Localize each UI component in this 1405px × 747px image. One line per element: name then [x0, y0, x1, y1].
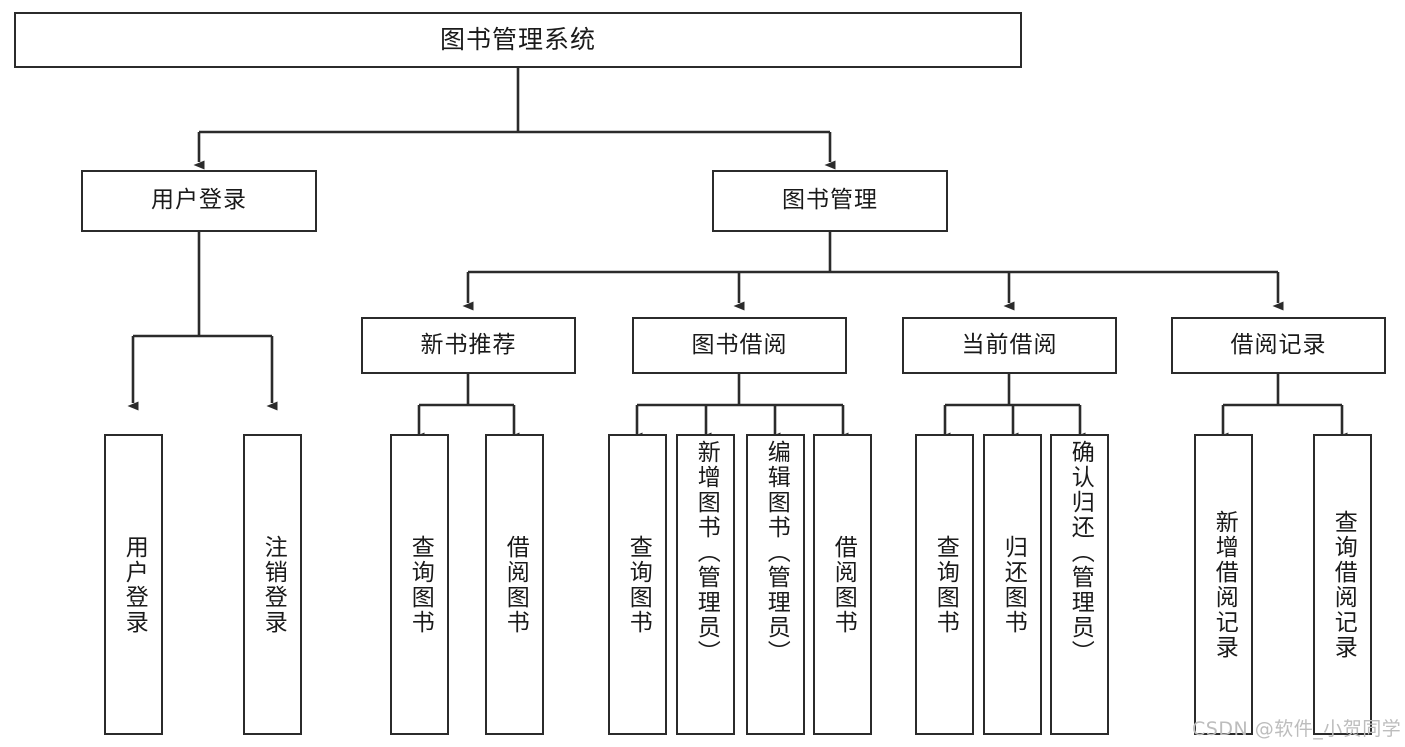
edge-newbook-to-leaves [413, 374, 520, 442]
node-label: 借阅图书 [830, 534, 857, 635]
node-label: 查询图书 [932, 534, 959, 635]
leaf-logout[interactable]: 注销登录 [243, 434, 302, 735]
node-label: 注销登录 [260, 534, 287, 635]
leaf-borrow-book-recommend[interactable]: 借阅图书 [485, 434, 544, 735]
edge-record-to-leaves [1217, 374, 1348, 442]
node-label: 确认归还（管理员） [1067, 440, 1094, 665]
leaf-query-book-current[interactable]: 查询图书 [915, 434, 974, 735]
leaf-query-book-borrow[interactable]: 查询图书 [608, 434, 667, 735]
node-label: 新增借阅记录 [1211, 509, 1238, 660]
node-new-book-recommend[interactable]: 新书推荐 [361, 317, 576, 374]
node-root-library-system[interactable]: 图书管理系统 [14, 12, 1022, 68]
leaf-borrow-book[interactable]: 借阅图书 [813, 434, 872, 735]
node-label: 借阅图书 [502, 534, 529, 635]
node-user-login[interactable]: 用户登录 [81, 170, 317, 232]
leaf-confirm-return-admin[interactable]: 确认归还（管理员） [1050, 434, 1109, 735]
node-current-borrow[interactable]: 当前借阅 [902, 317, 1117, 374]
leaf-add-borrow-record[interactable]: 新增借阅记录 [1194, 434, 1253, 735]
node-label: 查询图书 [625, 534, 652, 635]
leaf-add-book-admin[interactable]: 新增图书（管理员） [676, 434, 735, 735]
node-book-management[interactable]: 图书管理 [712, 170, 948, 232]
csdn-watermark: CSDN @软件_小贺同学 [1192, 718, 1402, 740]
node-label: 新书推荐 [420, 331, 517, 358]
node-label: 借阅记录 [1230, 331, 1327, 358]
node-label: 用户登录 [151, 187, 247, 214]
node-label: 图书管理 [782, 187, 878, 214]
node-label: 用户登录 [121, 534, 148, 635]
leaf-return-book[interactable]: 归还图书 [983, 434, 1042, 735]
node-label: 图书借阅 [691, 331, 788, 358]
node-label: 编辑图书（管理员） [763, 440, 790, 665]
edge-userlogin-to-leaves [127, 232, 278, 411]
edge-current-to-leaves [939, 374, 1086, 442]
node-label: 查询图书 [407, 534, 434, 635]
edge-bookmgmt-to-level3 [462, 232, 1284, 311]
node-book-borrow[interactable]: 图书借阅 [632, 317, 847, 374]
leaf-query-borrow-record[interactable]: 查询借阅记录 [1313, 434, 1372, 735]
node-label: 当前借阅 [961, 331, 1058, 358]
leaf-user-login[interactable]: 用户登录 [104, 434, 163, 735]
node-label: 图书管理系统 [439, 25, 596, 55]
node-label: 查询借阅记录 [1330, 509, 1357, 660]
edge-root-to-level2 [193, 68, 836, 170]
edge-borrow-to-leaves [631, 374, 849, 442]
leaf-edit-book-admin[interactable]: 编辑图书（管理员） [746, 434, 805, 735]
node-label: 归还图书 [1000, 534, 1027, 635]
node-borrow-record[interactable]: 借阅记录 [1171, 317, 1386, 374]
node-label: 新增图书（管理员） [693, 440, 720, 665]
leaf-query-book-recommend[interactable]: 查询图书 [390, 434, 449, 735]
